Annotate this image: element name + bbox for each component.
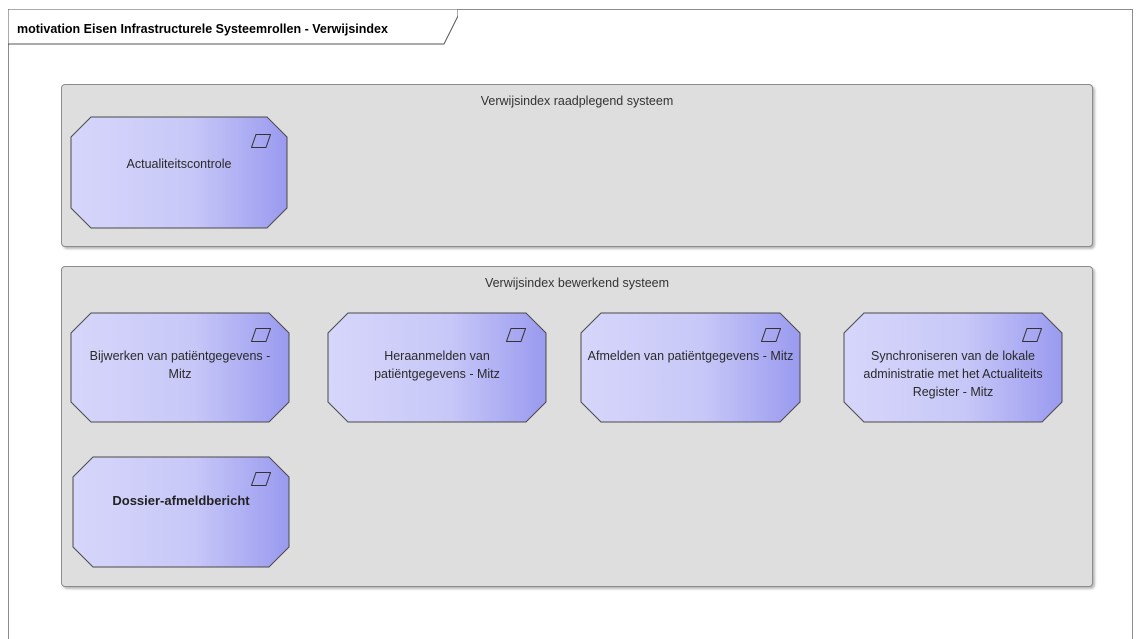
requirement-synchroniseren-actualiteits-register[interactable]: Synchroniseren van de lokale administrat… [843,312,1063,423]
diagram-frame [8,9,1133,639]
requirement-label: Bijwerken van patiëntgegevens - Mitz [89,349,271,381]
requirement-icon [1022,328,1042,342]
requirement-icon [251,472,271,486]
requirement-shape [843,312,1063,423]
diagram-title-tab [8,9,458,45]
requirement-shape [70,312,290,423]
requirement-label: Dossier-afmeldbericht [112,493,250,508]
requirement-shape [327,312,547,423]
requirement-label: Afmelden van patiëntgegevens - Mitz [587,349,794,363]
requirement-heraanmelden-van-patientgegevens[interactable]: Heraanmelden van patiëntgegevens - Mitz [327,312,547,423]
requirement-shape [72,456,290,568]
requirement-icon [761,328,781,342]
requirement-shape [580,312,801,423]
requirement-icon [506,328,526,342]
requirement-dossier-afmeldbericht[interactable]: Dossier-afmeldbericht [72,456,290,568]
requirement-label: Synchroniseren van de lokale administrat… [863,349,1043,399]
diagram-title: motivation Eisen Infrastructurele Systee… [17,22,388,36]
requirement-shape [70,116,288,229]
requirement-icon [251,328,271,342]
requirement-icon [251,134,271,148]
requirement-label: Heraanmelden van patiëntgegevens - Mitz [374,349,500,381]
group-label: Verwijsindex raadplegend systeem [480,94,674,108]
group-label: Verwijsindex bewerkend systeem [484,276,670,290]
requirement-bijwerken-van-patientgegevens[interactable]: Bijwerken van patiëntgegevens - Mitz [70,312,290,423]
requirement-afmelden-van-patientgegevens[interactable]: Afmelden van patiëntgegevens - Mitz [580,312,801,423]
requirement-actualiteitscontrole[interactable]: Actualiteitscontrole [70,116,288,229]
requirement-label: Actualiteitscontrole [126,157,232,171]
